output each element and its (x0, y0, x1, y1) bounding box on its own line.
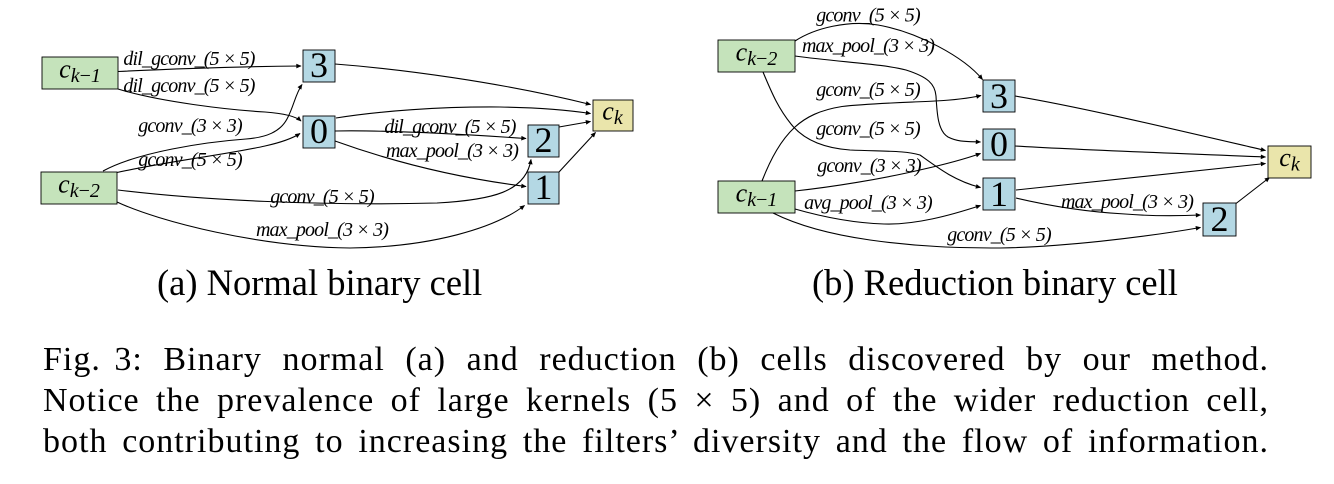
svg-text:1: 1 (535, 167, 553, 207)
svg-text:3: 3 (310, 45, 328, 85)
svg-text:2: 2 (535, 120, 553, 160)
svg-text:gconv_(3 × 3): gconv_(3 × 3) (817, 155, 922, 177)
svg-text:max_pool_(3 × 3): max_pool_(3 × 3) (256, 219, 389, 241)
svg-text:dil_gconv_(5 × 5): dil_gconv_(5 × 5) (123, 48, 255, 70)
svg-text:2: 2 (1211, 199, 1229, 239)
svg-text:max_pool_(3 × 3): max_pool_(3 × 3) (386, 140, 519, 162)
svg-text:gconv_(5 × 5): gconv_(5 × 5) (270, 186, 375, 208)
svg-text:dil_gconv_(5 × 5): dil_gconv_(5 × 5) (123, 75, 255, 97)
svg-text:0: 0 (310, 111, 328, 151)
svg-text:max_pool_(3 × 3): max_pool_(3 × 3) (1061, 191, 1194, 213)
svg-text:gconv_(5 × 5): gconv_(5 × 5) (816, 118, 921, 140)
svg-text:1: 1 (990, 174, 1008, 214)
svg-text:dil_gconv_(5 × 5): dil_gconv_(5 × 5) (384, 116, 516, 138)
svg-text:max_pool_(3 × 3): max_pool_(3 × 3) (802, 35, 935, 57)
svg-text:gconv_(5 × 5): gconv_(5 × 5) (816, 79, 921, 101)
svg-text:avg_pool_(3 × 3): avg_pool_(3 × 3) (804, 192, 933, 214)
svg-text:gconv_(3 × 3): gconv_(3 × 3) (138, 115, 243, 137)
svg-text:3: 3 (990, 76, 1008, 116)
svg-text:gconv_(5 × 5): gconv_(5 × 5) (138, 149, 243, 171)
svg-text:gconv_(5 × 5): gconv_(5 × 5) (947, 224, 1052, 246)
svg-text:gconv_(5 × 5): gconv_(5 × 5) (816, 5, 921, 27)
svg-text:0: 0 (990, 124, 1008, 164)
